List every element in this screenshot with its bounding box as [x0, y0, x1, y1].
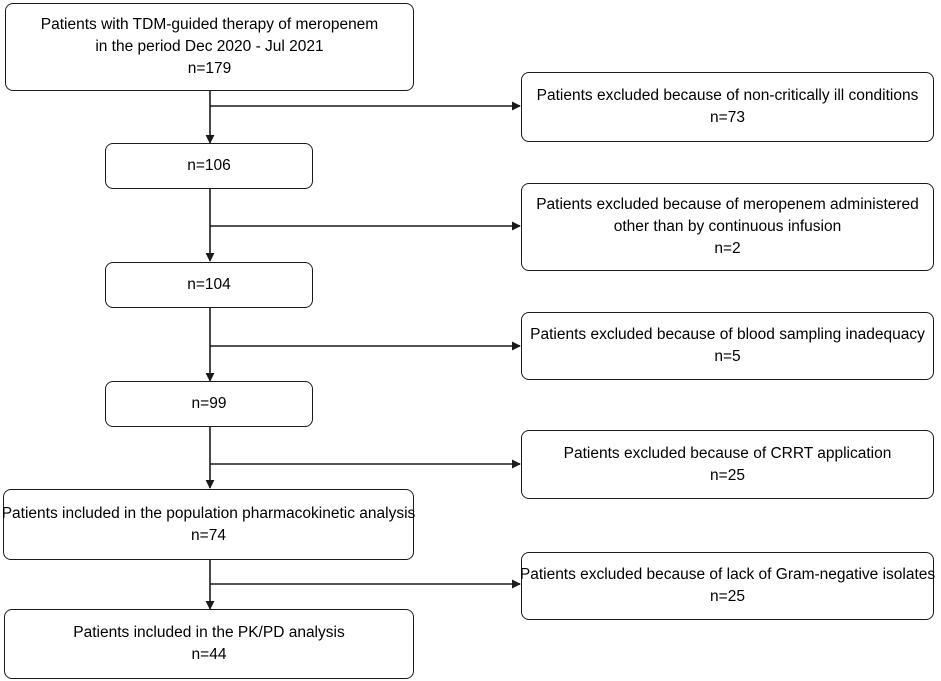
box-count: n=44 — [191, 646, 227, 663]
box-count-after-step-2: n=104 — [105, 262, 313, 308]
exclusion-box-blood-sampling: Patients excluded because of blood sampl… — [521, 312, 934, 380]
exclusion-box-gram-negative: Patients excluded because of lack of Gra… — [519, 552, 936, 620]
box-count: n=2 — [714, 240, 741, 257]
box-count: n=179 — [187, 60, 232, 77]
box-text-line: Patients excluded because of meropenem a… — [536, 196, 919, 213]
exclusion-box-non-critically-ill: Patients excluded because of non-critica… — [521, 72, 934, 142]
box-text-line: Patients excluded because of lack of Gra… — [519, 566, 936, 583]
box-count: n=25 — [710, 466, 745, 484]
box-count-after-step-1: n=106 — [105, 143, 313, 189]
box-count: n=5 — [714, 348, 741, 365]
box-count: n=99 — [191, 395, 227, 412]
box-text-line: Patients included in the population phar… — [1, 504, 416, 522]
box-pkpd-analysis: Patients included in the PK/PD analysis … — [4, 609, 414, 679]
box-text-line: other than by continuous infusion — [613, 218, 842, 235]
box-count: n=25 — [710, 588, 745, 605]
exclusion-box-non-continuous-infusion: Patients excluded because of meropenem a… — [521, 183, 934, 271]
box-text-line: Patients included in the PK/PD analysis — [73, 624, 345, 641]
box-count: n=73 — [710, 109, 745, 126]
box-initial-patients: Patients with TDM-guided therapy of mero… — [5, 3, 414, 91]
box-count: n=74 — [191, 526, 226, 544]
exclusion-box-crrt: Patients excluded because of CRRT applic… — [521, 430, 934, 499]
box-text-line: Patients with TDM-guided therapy of mero… — [40, 16, 379, 33]
box-text-line: in the period Dec 2020 - Jul 2021 — [95, 38, 324, 55]
box-text-line: Patients excluded because of non-critica… — [536, 87, 919, 104]
box-count: n=104 — [187, 276, 231, 293]
box-count-after-step-3: n=99 — [105, 381, 313, 427]
box-popk-analysis: Patients included in the population phar… — [1, 489, 416, 560]
box-text-line: Patients excluded because of blood sampl… — [530, 326, 925, 343]
box-text-line: Patients excluded because of CRRT applic… — [563, 444, 892, 462]
box-count: n=106 — [187, 157, 231, 174]
